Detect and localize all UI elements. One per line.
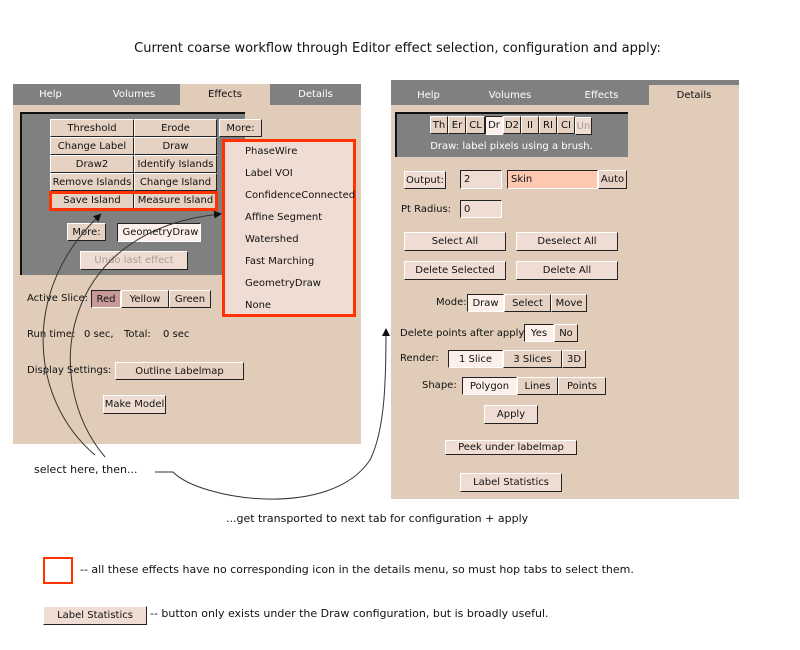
display-settings-label: Display Settings: bbox=[27, 365, 112, 376]
tab-bar: Help Volumes Effects Details bbox=[13, 84, 361, 105]
undo-button[interactable]: Undo last effect bbox=[80, 251, 188, 270]
output-button[interactable]: Output: bbox=[404, 171, 446, 189]
tab-effects[interactable]: Effects bbox=[180, 84, 270, 105]
effect-erode[interactable]: Erode bbox=[134, 119, 217, 137]
select-all-button[interactable]: Select All bbox=[404, 232, 506, 251]
render-1-slice[interactable]: 1 Slice bbox=[448, 350, 503, 368]
output-value-field[interactable]: 2 bbox=[460, 170, 502, 189]
effect-threshold[interactable]: Threshold bbox=[50, 119, 134, 137]
menu-item-fast-marching[interactable]: Fast Marching bbox=[245, 256, 315, 267]
run-time-label: Run time: bbox=[27, 329, 76, 340]
select-here-note: select here, then... bbox=[34, 463, 138, 476]
arrow-to-save-island bbox=[42, 213, 102, 456]
icon-ri[interactable]: RI bbox=[539, 116, 557, 134]
delete-points-no[interactable]: No bbox=[554, 324, 578, 342]
active-slice-label: Active Slice: bbox=[27, 293, 89, 304]
more-dropdown-button[interactable]: More: bbox=[67, 223, 106, 241]
effect-draw2[interactable]: Draw2 bbox=[50, 155, 134, 173]
outline-labelmap-button[interactable]: Outline Labelmap bbox=[115, 362, 244, 380]
render-label: Render: bbox=[400, 353, 439, 364]
icon-un[interactable]: Un bbox=[575, 117, 592, 135]
icon-th[interactable]: Th bbox=[430, 116, 448, 134]
effect-draw[interactable]: Draw bbox=[134, 137, 217, 155]
menu-item-label-voi[interactable]: Label VOI bbox=[245, 168, 293, 179]
mode-label: Mode: bbox=[436, 297, 467, 308]
slice-green[interactable]: Green bbox=[169, 290, 211, 308]
effect-remove-islands[interactable]: Remove Islands bbox=[50, 173, 134, 191]
label-name-field[interactable]: Skin bbox=[507, 170, 598, 189]
menu-item-none[interactable]: None bbox=[245, 300, 272, 311]
mode-move[interactable]: Move bbox=[551, 294, 587, 312]
transported-note: ...get transported to next tab for confi… bbox=[226, 512, 529, 525]
tab-details[interactable]: Details bbox=[298, 89, 333, 100]
tab-bar-right: Help Volumes Effects Details bbox=[391, 80, 739, 105]
icon-d2[interactable]: D2 bbox=[503, 116, 521, 134]
more-button[interactable]: More: bbox=[219, 119, 262, 137]
shape-label: Shape: bbox=[422, 380, 457, 391]
slice-yellow[interactable]: Yellow bbox=[121, 290, 169, 308]
arrow-to-more-menu bbox=[69, 210, 222, 458]
tab-volumes[interactable]: Volumes bbox=[488, 89, 532, 101]
more-effects-menu: PhaseWire Label VOI ConfidenceConnected … bbox=[222, 139, 356, 317]
shape-polygon[interactable]: Polygon bbox=[462, 377, 517, 395]
highlight-box bbox=[49, 191, 218, 211]
legend-red-box bbox=[43, 557, 73, 584]
tab-help[interactable]: Help bbox=[417, 89, 440, 101]
legend-label-statistics-text: -- button only exists under the Draw con… bbox=[150, 607, 549, 620]
selected-effect-field[interactable]: GeometryDraw bbox=[117, 223, 201, 242]
effect-description: Draw: label pixels using a brush. bbox=[430, 141, 593, 152]
delete-all-button[interactable]: Delete All bbox=[516, 261, 618, 280]
make-model-button[interactable]: Make Model bbox=[103, 395, 166, 414]
effect-change-island[interactable]: Change Island bbox=[134, 173, 217, 191]
peek-under-labelmap-button[interactable]: Peek under labelmap bbox=[445, 440, 577, 455]
shape-points[interactable]: Points bbox=[558, 377, 606, 395]
page-title: Current coarse workflow through Editor e… bbox=[134, 41, 661, 56]
icon-dr[interactable]: Dr bbox=[485, 116, 503, 135]
mode-draw[interactable]: Draw bbox=[467, 294, 504, 312]
tab-volumes[interactable]: Volumes bbox=[112, 89, 156, 100]
tab-help[interactable]: Help bbox=[39, 89, 62, 100]
icon-ci[interactable]: CI bbox=[557, 116, 575, 134]
auto-button[interactable]: Auto bbox=[598, 170, 627, 189]
delete-selected-button[interactable]: Delete Selected bbox=[404, 261, 506, 280]
tab-effects[interactable]: Effects bbox=[584, 89, 619, 101]
shape-lines[interactable]: Lines bbox=[517, 377, 558, 395]
mode-select[interactable]: Select bbox=[504, 294, 551, 312]
delete-points-yes[interactable]: Yes bbox=[524, 324, 554, 342]
render-3-slices[interactable]: 3 Slices bbox=[503, 350, 562, 368]
slice-red[interactable]: Red bbox=[91, 290, 121, 308]
total-label: Total: bbox=[124, 329, 151, 340]
apply-button[interactable]: Apply bbox=[484, 405, 538, 424]
render-3d[interactable]: 3D bbox=[562, 350, 586, 368]
pt-radius-field[interactable]: 0 bbox=[460, 200, 502, 218]
menu-item-geometry-draw[interactable]: GeometryDraw bbox=[245, 278, 321, 289]
effect-identify-islands[interactable]: Identify Islands bbox=[134, 155, 217, 173]
tab-details[interactable]: Details bbox=[649, 85, 739, 105]
legend-red-box-text: -- all these effects have no correspondi… bbox=[80, 563, 634, 576]
total-value: 0 sec bbox=[163, 329, 190, 340]
run-time-value: 0 sec, bbox=[84, 329, 114, 340]
deselect-all-button[interactable]: Deselect All bbox=[516, 232, 618, 251]
menu-item-watershed[interactable]: Watershed bbox=[245, 234, 299, 245]
menu-item-confidence-connected[interactable]: ConfidenceConnected bbox=[245, 190, 356, 201]
icon-er[interactable]: Er bbox=[448, 116, 466, 134]
icon-cl[interactable]: CL bbox=[466, 116, 485, 134]
delete-points-label: Delete points after apply: bbox=[400, 328, 527, 339]
menu-item-affine-segment[interactable]: Affine Segment bbox=[245, 212, 323, 223]
legend-label-statistics-button: Label Statistics bbox=[43, 606, 147, 625]
effect-change-label[interactable]: Change Label bbox=[50, 137, 134, 155]
arrow-to-details-tab bbox=[155, 328, 390, 500]
pt-radius-label: Pt Radius: bbox=[401, 204, 452, 215]
label-statistics-button[interactable]: Label Statistics bbox=[460, 473, 562, 492]
menu-item-phasewire[interactable]: PhaseWire bbox=[245, 146, 298, 157]
icon-ii[interactable]: II bbox=[521, 116, 539, 134]
